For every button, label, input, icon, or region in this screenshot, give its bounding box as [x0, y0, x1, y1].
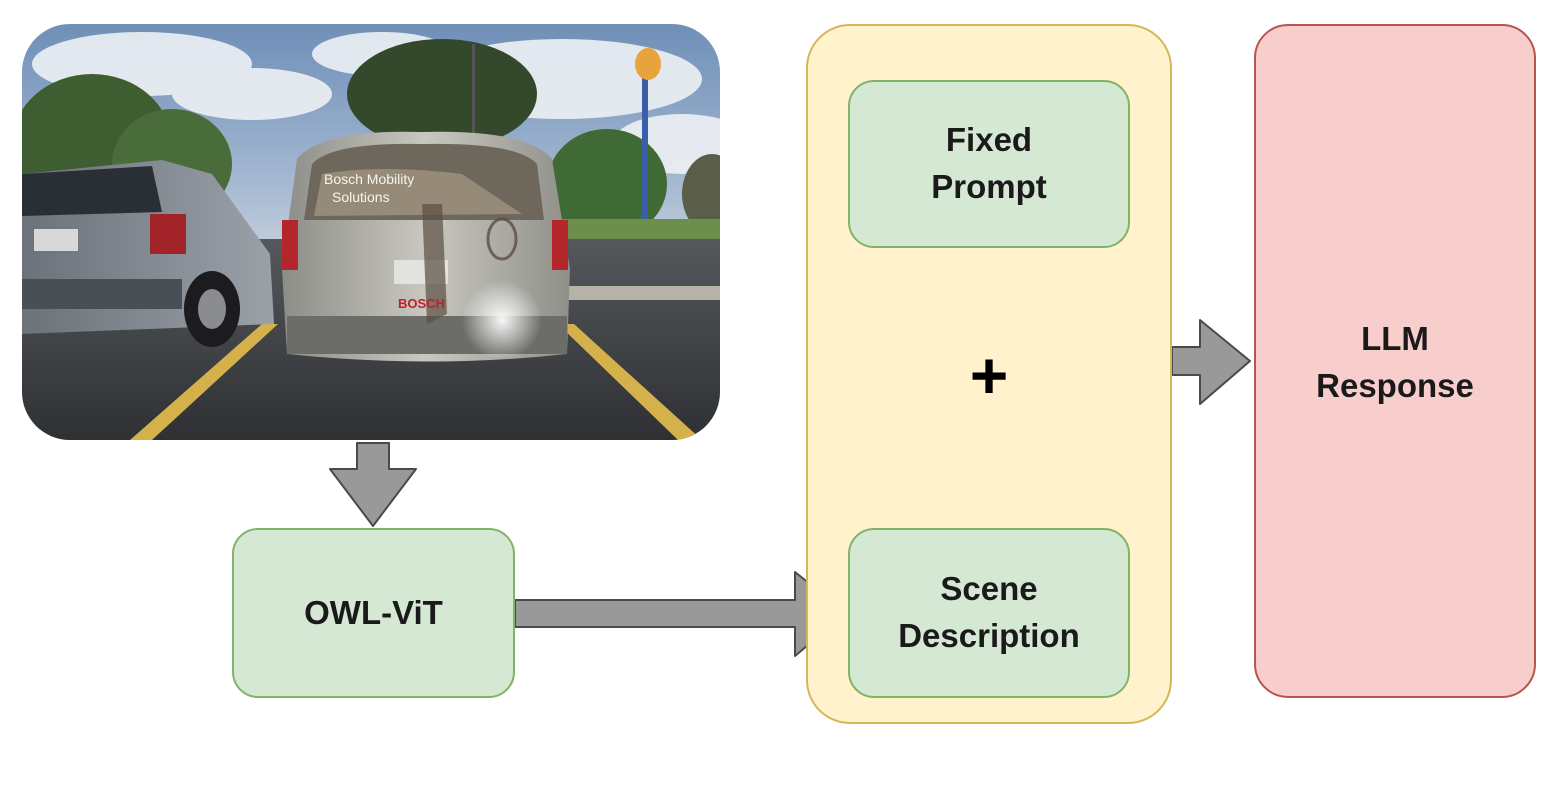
owl-vit-node: OWL-ViT	[232, 528, 515, 698]
parking-line-right	[558, 324, 702, 440]
arrow-photo-to-owlvit	[329, 442, 417, 527]
plus-symbol: +	[969, 338, 1009, 412]
parking-line-left	[130, 324, 278, 440]
suv	[22, 160, 274, 347]
scene-photo-drawing: Bosch Mobility Solutions BOSCH	[22, 24, 720, 440]
van-text-top: Bosch Mobility	[324, 171, 414, 187]
llm-response-node: LLM Response	[1254, 24, 1536, 698]
restaurant-sign	[635, 48, 661, 80]
arrow-prompt-to-llm	[1171, 319, 1251, 405]
sign-pole	[642, 74, 648, 224]
scene-photo: Bosch Mobility Solutions BOSCH	[22, 24, 720, 440]
van-text-bottom: Solutions	[332, 189, 390, 205]
fixed-prompt-node: Fixed Prompt	[848, 80, 1130, 248]
scene-description-node: Scene Description	[848, 528, 1130, 698]
arrow-owlvit-to-scene	[514, 571, 847, 657]
lens-flare	[462, 280, 542, 360]
van-logo: BOSCH	[398, 296, 445, 311]
light-pole	[472, 44, 475, 164]
curb	[562, 286, 720, 300]
grass	[562, 219, 720, 241]
